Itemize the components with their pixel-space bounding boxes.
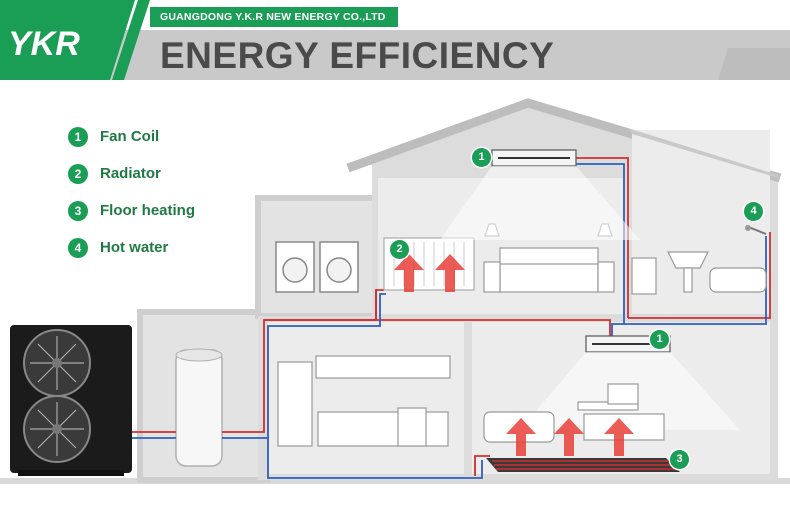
- heat-pump-unit: [10, 325, 132, 476]
- ground-line: [0, 478, 790, 484]
- marker-fan-coil-upper: 1: [472, 148, 491, 167]
- legend-label: Radiator: [100, 165, 161, 182]
- legend-item-floor-heating: 3 Floor heating: [68, 200, 268, 222]
- legend-label: Hot water: [100, 239, 169, 256]
- legend-number-badge: 1: [68, 127, 88, 147]
- kitchen-furniture: [277, 355, 451, 447]
- air-flow-upper: [440, 166, 640, 240]
- marker-floor-heating: 3: [670, 450, 689, 469]
- legend-item-fan-coil: 1 Fan Coil: [68, 126, 268, 148]
- fan-coil-upper: [491, 149, 577, 167]
- bathroom-fixtures: [631, 251, 767, 295]
- legend-item-radiator: 2 Radiator: [68, 163, 268, 185]
- floor-heating-coil: [486, 458, 680, 472]
- legend-item-hot-water: 4 Hot water: [68, 237, 268, 259]
- header-banner: [0, 0, 790, 80]
- page-title: ENERGY EFFICIENCY: [160, 35, 555, 76]
- shower-head-icon: [745, 225, 767, 235]
- legend-number-badge: 4: [68, 238, 88, 258]
- legend-label: Floor heating: [100, 202, 195, 219]
- cold-pipes: [132, 163, 767, 479]
- water-tank: [175, 348, 223, 467]
- floor-heat-arrows: [506, 418, 634, 456]
- bed: [483, 223, 615, 293]
- company-logo: YKR: [0, 0, 112, 80]
- legend-number-badge: 3: [68, 201, 88, 221]
- washing-machines: [275, 241, 359, 293]
- radiator-heat-arrows: [394, 254, 465, 292]
- house-illustration: [0, 98, 790, 484]
- company-name: GUANGDONG Y.K.R NEW ENERGY CO.,LTD: [150, 7, 398, 27]
- legend-number-badge: 2: [68, 164, 88, 184]
- svg-text:YKR: YKR: [8, 25, 80, 63]
- marker-hot-water: 4: [744, 202, 763, 221]
- fan-coil-lower: [585, 335, 671, 353]
- legend-label: Fan Coil: [100, 128, 160, 145]
- marker-radiator: 2: [390, 240, 409, 259]
- ykr-logo-icon: YKR: [8, 25, 80, 63]
- marker-fan-coil-lower: 1: [650, 330, 669, 349]
